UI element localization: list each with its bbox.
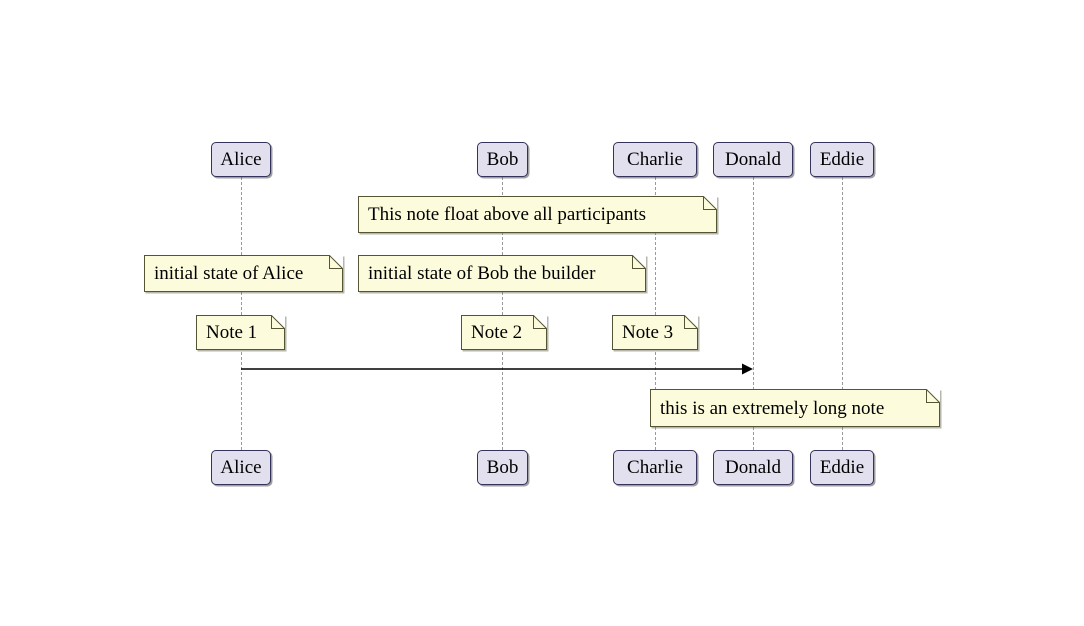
participant-label: Eddie <box>819 149 865 170</box>
participant-bottom-bob[interactable]: Bob <box>477 450 528 485</box>
participant-label: Bob <box>486 149 519 170</box>
note-label: Note 2 <box>471 322 523 343</box>
participant-label: Alice <box>220 457 262 478</box>
participant-top-charlie[interactable]: Charlie <box>613 142 697 177</box>
participant-label: Donald <box>725 149 781 170</box>
participant-bottom-donald[interactable]: Donald <box>713 450 793 485</box>
lifeline-bob <box>502 177 503 450</box>
note-shape-icon <box>144 255 343 292</box>
participant-label: Bob <box>486 457 519 478</box>
note-label: This note float above all participants <box>368 204 647 225</box>
note-label: Note 1 <box>206 322 258 343</box>
note-label: initial state of Bob the builder <box>368 263 596 284</box>
participant-label: Eddie <box>819 457 865 478</box>
note-2[interactable]: Note 2 <box>461 315 547 350</box>
note-shape-icon <box>461 315 547 350</box>
participant-top-bob[interactable]: Bob <box>477 142 528 177</box>
lifeline-charlie <box>655 177 656 450</box>
participant-label: Alice <box>220 149 262 170</box>
participant-top-eddie[interactable]: Eddie <box>810 142 874 177</box>
participant-bottom-eddie[interactable]: Eddie <box>810 450 874 485</box>
note-1[interactable]: Note 1 <box>196 315 285 350</box>
lifeline-alice <box>241 177 242 450</box>
note-shape-icon <box>358 196 717 233</box>
note-shape-icon <box>196 315 285 350</box>
participant-label: Charlie <box>627 457 683 478</box>
note-float-above-participants[interactable]: This note float above all participants <box>358 196 717 233</box>
participant-label: Donald <box>725 457 781 478</box>
note-label: initial state of Alice <box>154 263 304 284</box>
participant-bottom-charlie[interactable]: Charlie <box>613 450 697 485</box>
note-3[interactable]: Note 3 <box>612 315 698 350</box>
lifeline-donald <box>753 177 754 450</box>
participant-label: Charlie <box>627 149 683 170</box>
note-extremely-long[interactable]: this is an extremely long note <box>650 389 940 427</box>
arrow-icon <box>241 363 753 375</box>
note-shape-icon <box>612 315 698 350</box>
participant-top-alice[interactable]: Alice <box>211 142 271 177</box>
note-initial-state-bob[interactable]: initial state of Bob the builder <box>358 255 646 292</box>
note-shape-icon <box>650 389 940 427</box>
note-label: Note 3 <box>622 322 674 343</box>
note-initial-state-alice[interactable]: initial state of Alice <box>144 255 343 292</box>
participant-bottom-alice[interactable]: Alice <box>211 450 271 485</box>
message-alice-to-donald[interactable] <box>229 359 765 379</box>
note-label: this is an extremely long note <box>660 397 885 419</box>
lifeline-eddie <box>842 177 843 450</box>
note-shape-icon <box>358 255 646 292</box>
participant-top-donald[interactable]: Donald <box>713 142 793 177</box>
